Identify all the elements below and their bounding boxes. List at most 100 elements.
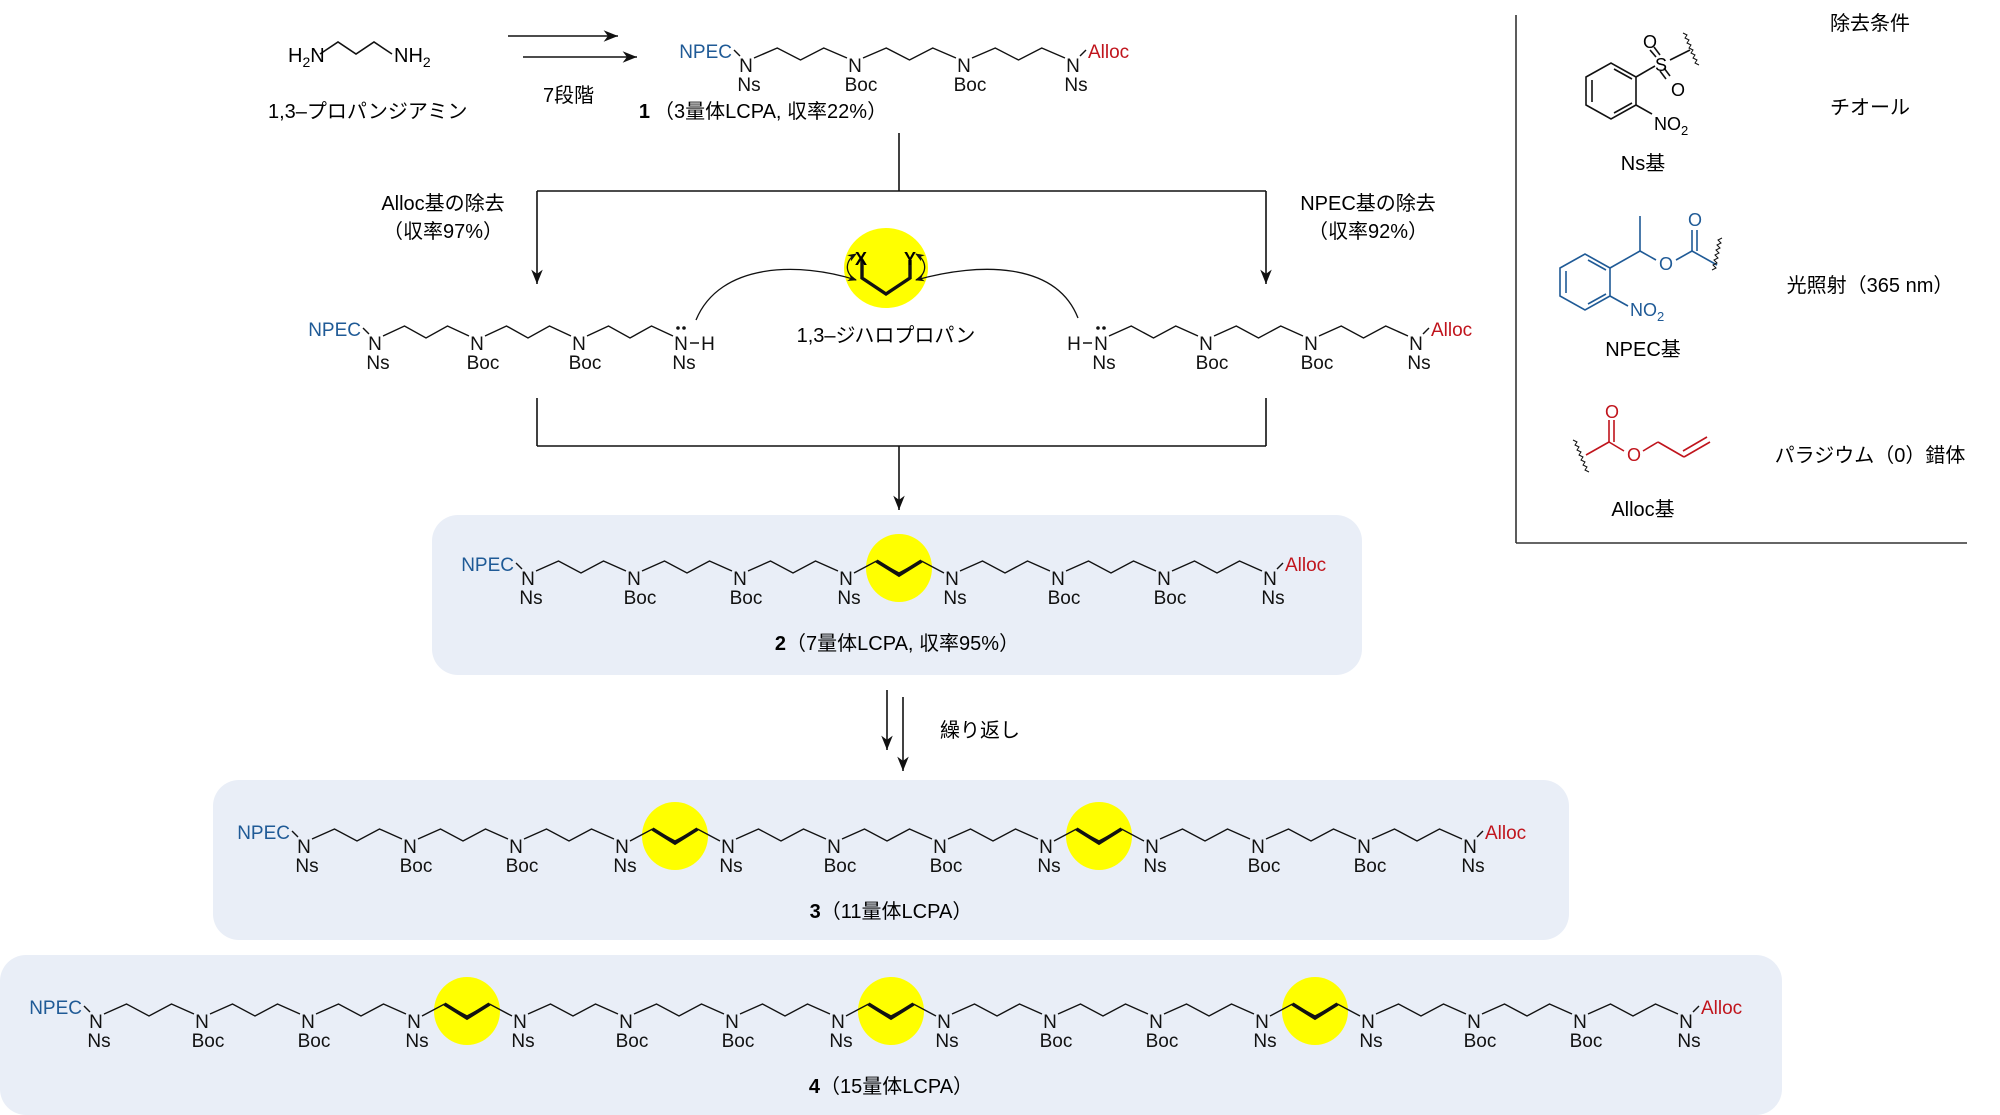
- chain-bond: [382, 325, 470, 339]
- ns-label: Ns: [1143, 856, 1166, 877]
- nitrogen-atom: N: [1467, 1012, 1481, 1033]
- nh2-label: NH2: [394, 45, 431, 70]
- ns-o1: O: [1643, 32, 1657, 52]
- boc-label: Boc: [1154, 588, 1187, 609]
- nitrogen-atom: N: [403, 837, 417, 858]
- nitrogen-atom: N: [674, 334, 688, 355]
- lone-pair-dot: [1096, 326, 1100, 330]
- npec-label: NPEC: [308, 320, 361, 341]
- linker-highlight: [1282, 977, 1348, 1045]
- linker-bond: [1075, 827, 1123, 846]
- split-bracket: [531, 133, 1272, 284]
- ns-label: Ns: [1064, 75, 1087, 96]
- nitrogen-atom: N: [1255, 1012, 1269, 1033]
- npec-o-carbonyl: O: [1688, 210, 1702, 230]
- npec-label: NPEC: [461, 555, 514, 576]
- boc-label: Boc: [1464, 1031, 1497, 1052]
- x-label: X: [855, 249, 867, 269]
- nitrogen-atom: N: [933, 837, 947, 858]
- linker-bond: [867, 1002, 915, 1021]
- ns-label: Ns: [943, 588, 966, 609]
- legend: 除去条件 O S O NO2 Ns基 チオール: [1515, 12, 1967, 544]
- npec-no2: NO2: [1630, 300, 1664, 324]
- legend-npec-group: NPEC基: [1605, 338, 1681, 361]
- nitrogen-atom: N: [739, 56, 753, 77]
- ns-label: Ns: [672, 353, 695, 374]
- nitrogen-atom: N: [1304, 334, 1318, 355]
- linker-highlight: [1066, 802, 1132, 870]
- nitrogen-atom: N: [470, 334, 484, 355]
- boc-label: Boc: [1570, 1031, 1603, 1052]
- alloc-bond: [1692, 1005, 1700, 1013]
- alloc-label: Alloc: [1485, 823, 1526, 844]
- lone-pair-dot: [1102, 326, 1106, 330]
- linker-highlight: [434, 977, 500, 1045]
- alloc-o-carbonyl: O: [1605, 402, 1619, 422]
- chain-bond: [1057, 1003, 1149, 1017]
- nitrogen-atom: N: [619, 1012, 633, 1033]
- linker-highlight: [642, 802, 708, 870]
- ns-label: Ns: [829, 1031, 852, 1052]
- boc-label: Boc: [1354, 856, 1387, 877]
- legend-header: 除去条件: [1830, 12, 1910, 35]
- nitrogen-atom: N: [1094, 334, 1108, 355]
- boc-label: Boc: [624, 588, 657, 609]
- chain-bond: [1587, 1003, 1679, 1017]
- nitrogen-atom: N: [721, 837, 735, 858]
- ns-label: Ns: [405, 1031, 428, 1052]
- chain-bond: [1265, 828, 1357, 842]
- right-branch-yield: （収率92%）: [1308, 220, 1428, 243]
- nitrogen-atom: N: [297, 837, 311, 858]
- nitrogen-atom: N: [89, 1012, 103, 1033]
- chain-bond: [633, 1003, 725, 1017]
- compound-3-box: [213, 780, 1569, 940]
- npec-bond: [362, 327, 370, 335]
- nitrogen-atom: N: [572, 334, 586, 355]
- compound-1-caption: 1（3量体LCPA, 収率22%）: [639, 100, 887, 123]
- nitrogen-atom: N: [848, 56, 862, 77]
- alloc-bond: [1079, 49, 1087, 57]
- chain-bond: [959, 560, 1051, 574]
- chain-bond: [1108, 325, 1199, 339]
- dihalopropane-structure: X Y: [695, 228, 1079, 321]
- ns-label: Ns: [295, 856, 318, 877]
- ns-label: Ns: [837, 588, 860, 609]
- ns-label: Ns: [87, 1031, 110, 1052]
- chain-bond: [311, 828, 403, 842]
- nitrogen-atom: N: [937, 1012, 951, 1033]
- ns-label: Ns: [1407, 353, 1430, 374]
- chain-bond: [535, 560, 627, 574]
- legend-ns-condition: チオール: [1830, 97, 1910, 119]
- ns-label: Ns: [737, 75, 760, 96]
- boc-label: Boc: [722, 1031, 755, 1052]
- chain-bond: [841, 828, 933, 842]
- linker-bond: [443, 1002, 491, 1021]
- alloc-group-structure: [1572, 420, 1711, 473]
- boc-label: Boc: [400, 856, 433, 877]
- alloc-label: Alloc: [1088, 42, 1129, 63]
- npec-label: NPEC: [237, 823, 290, 844]
- chain-bond: [1213, 325, 1304, 339]
- chain-bond: [735, 828, 827, 842]
- ns-label: Ns: [511, 1031, 534, 1052]
- chain-bond: [1318, 325, 1409, 339]
- boc-label: Boc: [192, 1031, 225, 1052]
- nitrogen-atom: N: [827, 837, 841, 858]
- ns-label: Ns: [1261, 588, 1284, 609]
- linker-bond: [1291, 1002, 1339, 1021]
- linker-bond: [651, 827, 699, 846]
- nitrogen-atom: N: [839, 569, 853, 590]
- nitrogen-atom: N: [1361, 1012, 1375, 1033]
- chain-bond: [1065, 560, 1157, 574]
- ns-no2: NO2: [1654, 114, 1688, 138]
- npec-bond: [515, 562, 523, 570]
- nitrogen-atom: N: [831, 1012, 845, 1033]
- boc-label: Boc: [1301, 353, 1334, 374]
- merge-bracket: [536, 398, 1267, 510]
- chain-bond: [484, 325, 572, 339]
- chain-bond: [523, 828, 615, 842]
